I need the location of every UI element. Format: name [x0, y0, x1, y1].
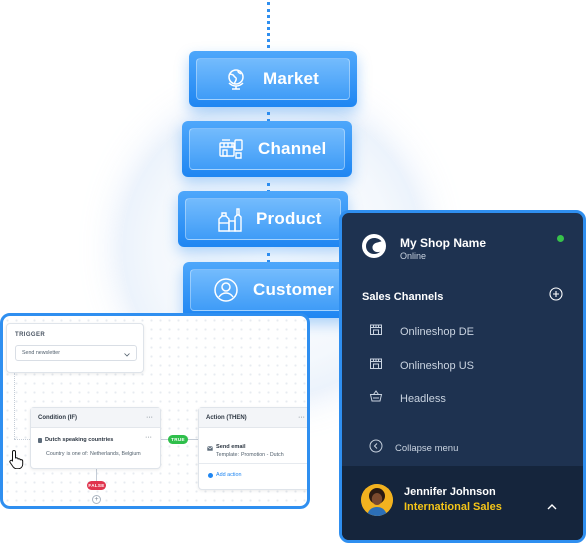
sidebar-item-label: Headless [400, 392, 446, 405]
action-template-value: Promotion - Dutch [240, 452, 284, 458]
mail-icon [207, 438, 213, 456]
top-connector [267, 2, 271, 48]
globe-icon [221, 64, 251, 94]
segment-label: Product [256, 209, 322, 228]
sidebar-item-onlineshop-us[interactable]: Onlineshop US [369, 356, 583, 375]
trigger-select-value: Send newsletter [22, 350, 60, 356]
sales-channels-header: Sales Channels [362, 287, 563, 306]
add-action-link[interactable]: Add action [208, 472, 241, 478]
rule-menu-button[interactable]: ··· [145, 434, 152, 441]
connector [267, 183, 271, 193]
collapse-menu-button[interactable]: Collapse menu [369, 439, 583, 458]
condition-detail-op: is one of: [66, 451, 89, 457]
segment-market-button[interactable]: Market [189, 51, 357, 107]
condition-detail: Country is one of: Netherlands, Belgium [46, 451, 141, 457]
online-status-dot [557, 235, 564, 242]
action-header: Action (THEN) ··· [199, 408, 307, 428]
sidebar-item-onlineshop-de[interactable]: Onlineshop DE [369, 322, 583, 341]
basket-icon [369, 389, 383, 408]
user-footer[interactable]: Jennifer Johnson International Sales [342, 466, 583, 540]
sidebar-panel: My Shop Name Online Sales Channels Onlin… [339, 210, 586, 543]
sidebar-item-headless[interactable]: Headless [369, 389, 583, 408]
node-menu-button[interactable]: ··· [298, 414, 305, 421]
action-row: Send email [207, 438, 246, 456]
condition-header: Condition (IF) ··· [31, 408, 160, 428]
user-role: International Sales [404, 501, 502, 513]
chevron-left-circle-icon [369, 439, 383, 458]
flow-builder-card: TRIGGER Send newsletter Condition (IF) ·… [0, 313, 310, 509]
trigger-node[interactable]: TRIGGER Send newsletter [6, 323, 144, 373]
segment-label: Customer [253, 280, 334, 299]
segment-label: Channel [258, 139, 327, 158]
condition-rule-row: Dutch speaking countries [38, 437, 113, 443]
action-node[interactable]: Action (THEN) ··· Send email Template: P… [198, 407, 307, 490]
user-icon [211, 275, 241, 305]
add-action-label: Add action [216, 472, 242, 478]
trigger-title: TRIGGER [15, 332, 46, 338]
storefront-icon [369, 322, 383, 341]
action-template-label: Template: [216, 452, 239, 458]
flow-connector [14, 439, 30, 440]
divider [199, 463, 307, 464]
node-menu-button[interactable]: ··· [146, 414, 153, 421]
trigger-select[interactable]: Send newsletter [15, 345, 137, 361]
segment-channel-button[interactable]: Channel [182, 121, 352, 177]
shop-header[interactable]: My Shop Name Online [361, 233, 583, 264]
storefront-icon [216, 134, 246, 164]
connector [267, 253, 271, 263]
condition-detail-value: Netherlands, Belgium [90, 451, 141, 457]
condition-rule: Dutch speaking countries [45, 437, 114, 443]
add-channel-button[interactable] [549, 287, 563, 306]
storefront-icon [369, 356, 383, 375]
false-badge: FALSE [87, 481, 106, 490]
rule-icon [38, 437, 42, 443]
shop-name: My Shop Name [400, 236, 487, 250]
action-title: Action (THEN) [206, 414, 247, 421]
segment-product-button[interactable]: Product [178, 191, 348, 247]
shop-logo-icon [361, 233, 387, 264]
collapse-menu-label: Collapse menu [395, 443, 459, 454]
condition-detail-label: Country [46, 451, 65, 457]
sidebar-item-label: Onlineshop DE [400, 325, 474, 338]
user-name: Jennifer Johnson [404, 486, 496, 498]
add-icon [208, 472, 213, 478]
condition-node[interactable]: Condition (IF) ··· Dutch speaking countr… [30, 407, 161, 469]
flow-connector [96, 469, 97, 483]
action-template: Template: Promotion - Dutch [216, 452, 284, 458]
shop-status: Online [400, 251, 427, 261]
segment-customer-button[interactable]: Customer [183, 262, 353, 318]
flow-connector [14, 373, 15, 439]
chevron-down-icon [124, 344, 130, 362]
condition-title: Condition (IF) [38, 414, 77, 421]
sidebar-item-label: Onlineshop US [400, 359, 474, 372]
product-bottles-icon [214, 204, 244, 234]
chevron-up-icon[interactable] [547, 497, 557, 515]
segment-label: Market [263, 69, 320, 88]
add-branch-button[interactable]: + [92, 495, 101, 504]
section-title: Sales Channels [362, 290, 444, 303]
avatar [361, 484, 393, 516]
hand-cursor-icon [9, 449, 25, 474]
action-name: Send email [216, 444, 246, 450]
connector [267, 112, 271, 122]
true-badge: TRUE [168, 435, 188, 444]
